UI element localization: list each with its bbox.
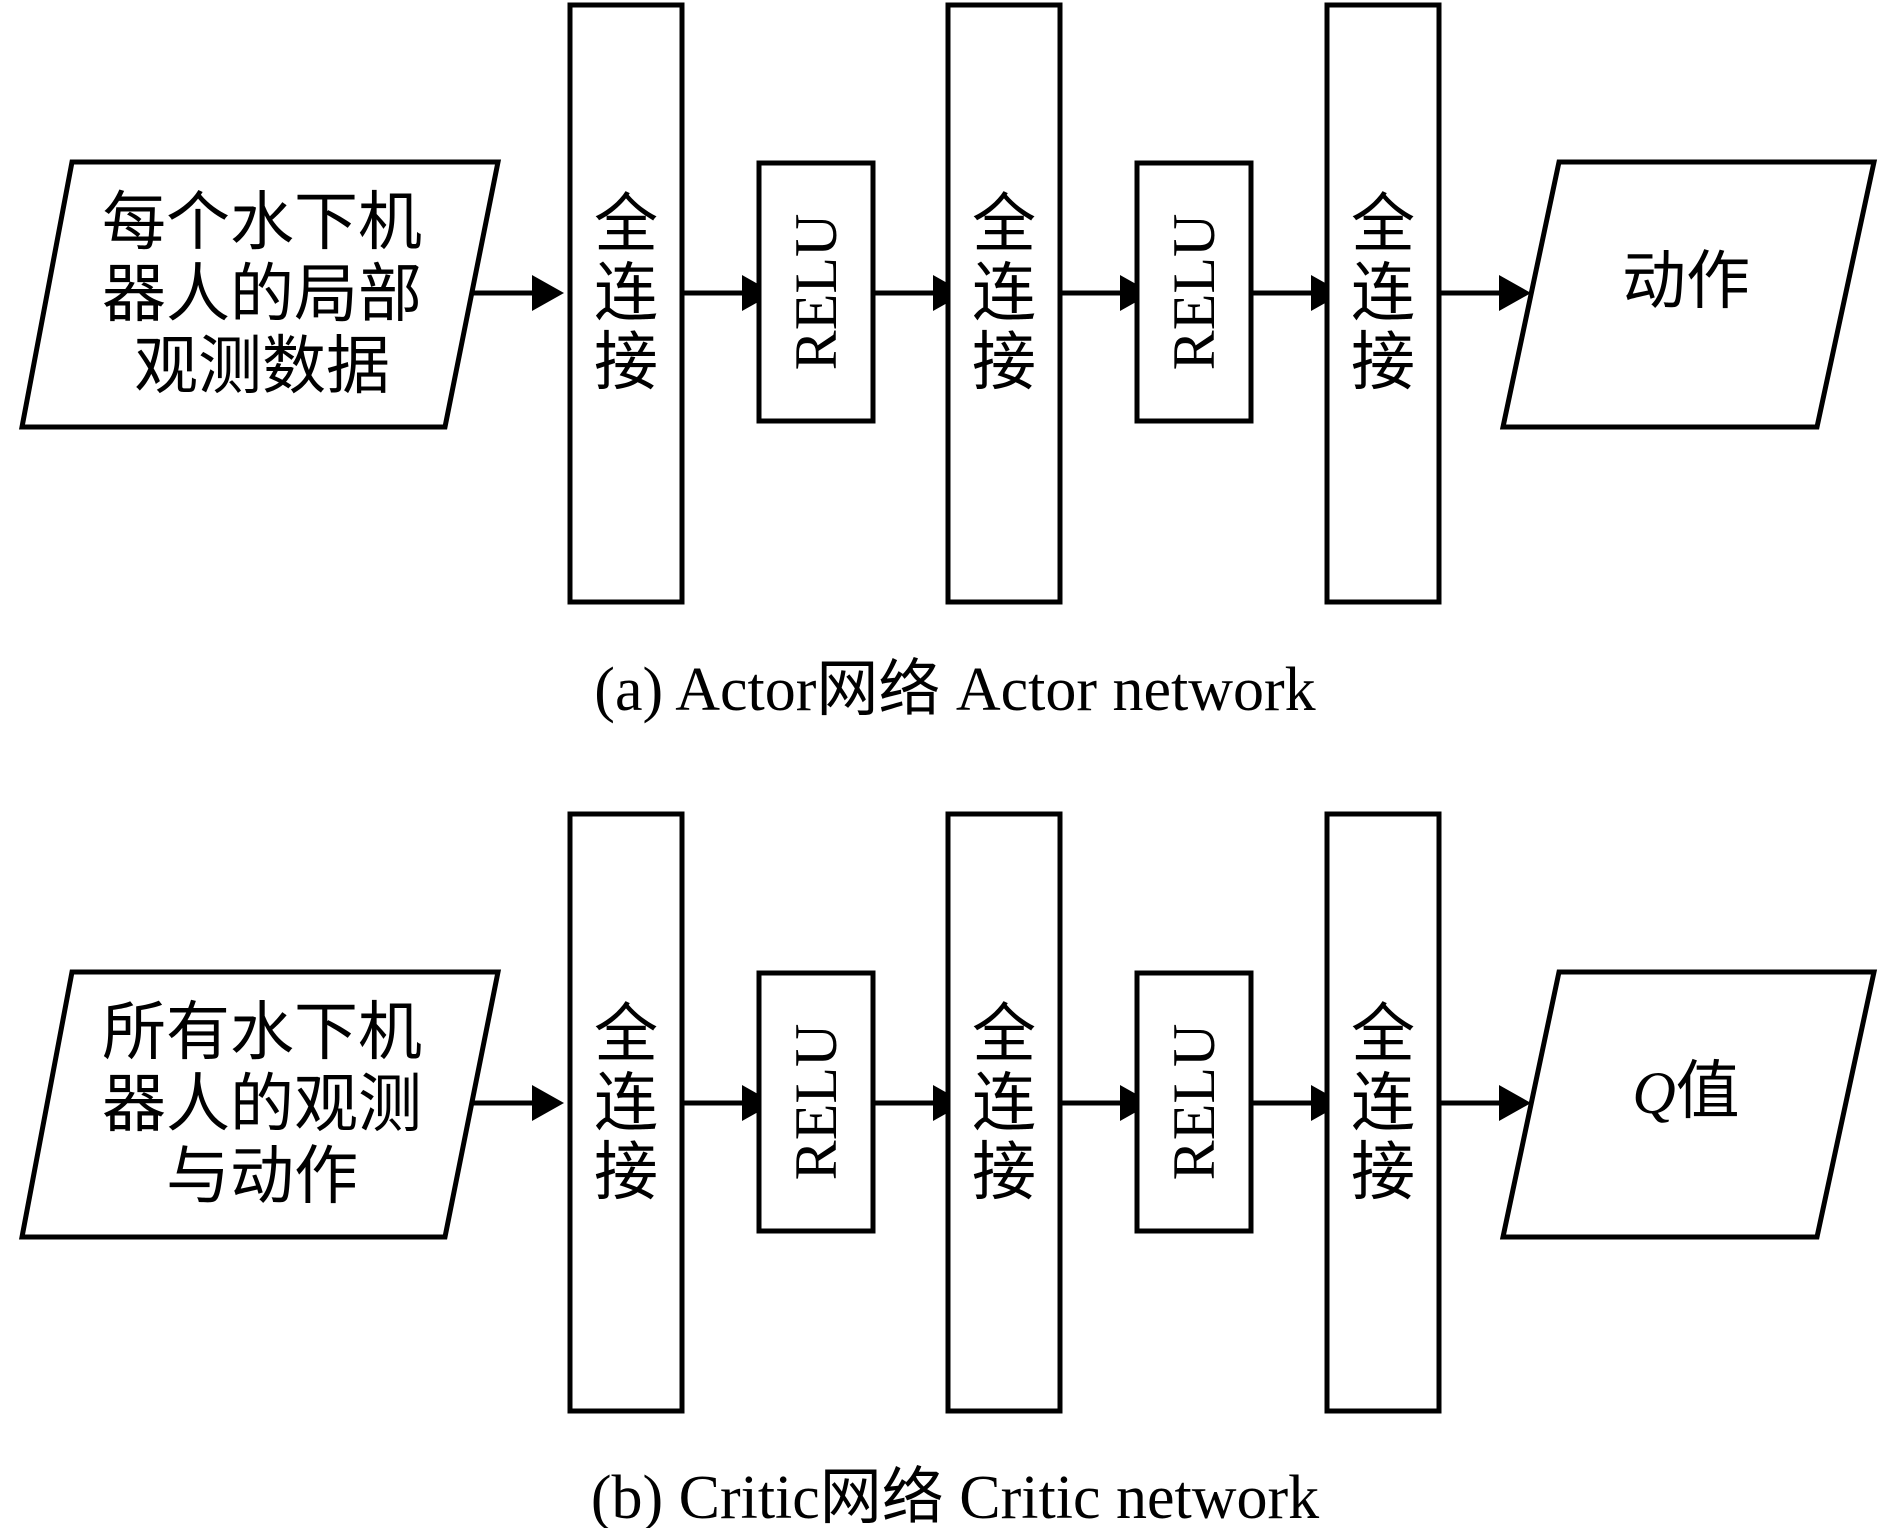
- actor-fc3-char-1: 全: [1351, 188, 1415, 262]
- actor-input-line-2: 器人的局部: [102, 258, 422, 332]
- critic-arrow-6: [1439, 1085, 1531, 1121]
- actor-relu1-label: RELU: [783, 214, 849, 371]
- actor-fc3-char-3: 接: [1351, 326, 1415, 400]
- critic-fc2-char-2: 连: [972, 1067, 1036, 1141]
- actor-input-line-1: 每个水下机: [102, 186, 422, 260]
- critic-network: 所有水下机 器人的观测 与动作 全 连 接 RELU 全 连 接 RELU 全 …: [18, 811, 1878, 1528]
- critic-fc1-node: [567, 811, 685, 1414]
- critic-input-node: [18, 969, 502, 1240]
- critic-output-node: [1499, 969, 1878, 1240]
- actor-fc1-node: [567, 2, 685, 605]
- critic-fc2-node: [945, 811, 1063, 1414]
- critic-fc3-char-1: 全: [1351, 998, 1415, 1072]
- actor-fc2-char-3: 接: [972, 326, 1036, 400]
- critic-fc1-char-3: 接: [594, 1136, 658, 1210]
- critic-input-line-1: 所有水下机: [102, 996, 422, 1070]
- critic-arrow-1: [472, 1085, 564, 1121]
- critic-fc2-char-3: 接: [972, 1136, 1036, 1210]
- actor-relu1-node: [756, 160, 876, 424]
- actor-fc3-node: [1324, 2, 1442, 605]
- critic-relu1-label: RELU: [783, 1024, 849, 1181]
- actor-input-node: [18, 159, 502, 430]
- critic-fc3-node: [1324, 811, 1442, 1414]
- actor-caption: (a) Actor网络 Actor network: [594, 656, 1315, 724]
- critic-fc3-char-2: 连: [1351, 1067, 1415, 1141]
- actor-arrow-1: [472, 275, 564, 311]
- actor-fc2-char-1: 全: [972, 188, 1036, 262]
- critic-input-line-3: 与动作: [166, 1140, 358, 1214]
- actor-fc3-char-2: 连: [1351, 257, 1415, 331]
- actor-relu2-node: [1134, 160, 1254, 424]
- actor-arrow-6: [1439, 275, 1531, 311]
- actor-fc1-char-1: 全: [594, 188, 658, 262]
- critic-input-line-2: 器人的观测: [102, 1068, 422, 1142]
- critic-fc1-char-1: 全: [594, 998, 658, 1072]
- critic-fc1-char-2: 连: [594, 1067, 658, 1141]
- actor-fc2-node: [945, 2, 1063, 605]
- critic-output-value: 值: [1676, 1055, 1740, 1129]
- critic-relu2-node: [1134, 970, 1254, 1234]
- actor-output-label: 动作: [1622, 245, 1750, 319]
- critic-relu2-label: RELU: [1161, 1024, 1227, 1181]
- critic-caption: (b) Critic网络 Critic network: [591, 1464, 1319, 1528]
- actor-input-line-3: 观测数据: [134, 330, 390, 404]
- actor-fc2-char-2: 连: [972, 257, 1036, 331]
- critic-relu1-node: [756, 970, 876, 1234]
- critic-fc2-char-1: 全: [972, 998, 1036, 1072]
- actor-fc1-char-3: 接: [594, 326, 658, 400]
- actor-network: 每个水下机 器人的局部 观测数据 全 连 接 RELU 全 连 接 RELU 全…: [18, 2, 1878, 724]
- critic-output-q: Q: [1632, 1060, 1675, 1126]
- actor-fc1-char-2: 连: [594, 257, 658, 331]
- actor-relu2-label: RELU: [1161, 214, 1227, 371]
- critic-output-label: Q值: [1632, 1055, 1739, 1129]
- actor-output-node: [1499, 159, 1878, 430]
- critic-fc3-char-3: 接: [1351, 1136, 1415, 1210]
